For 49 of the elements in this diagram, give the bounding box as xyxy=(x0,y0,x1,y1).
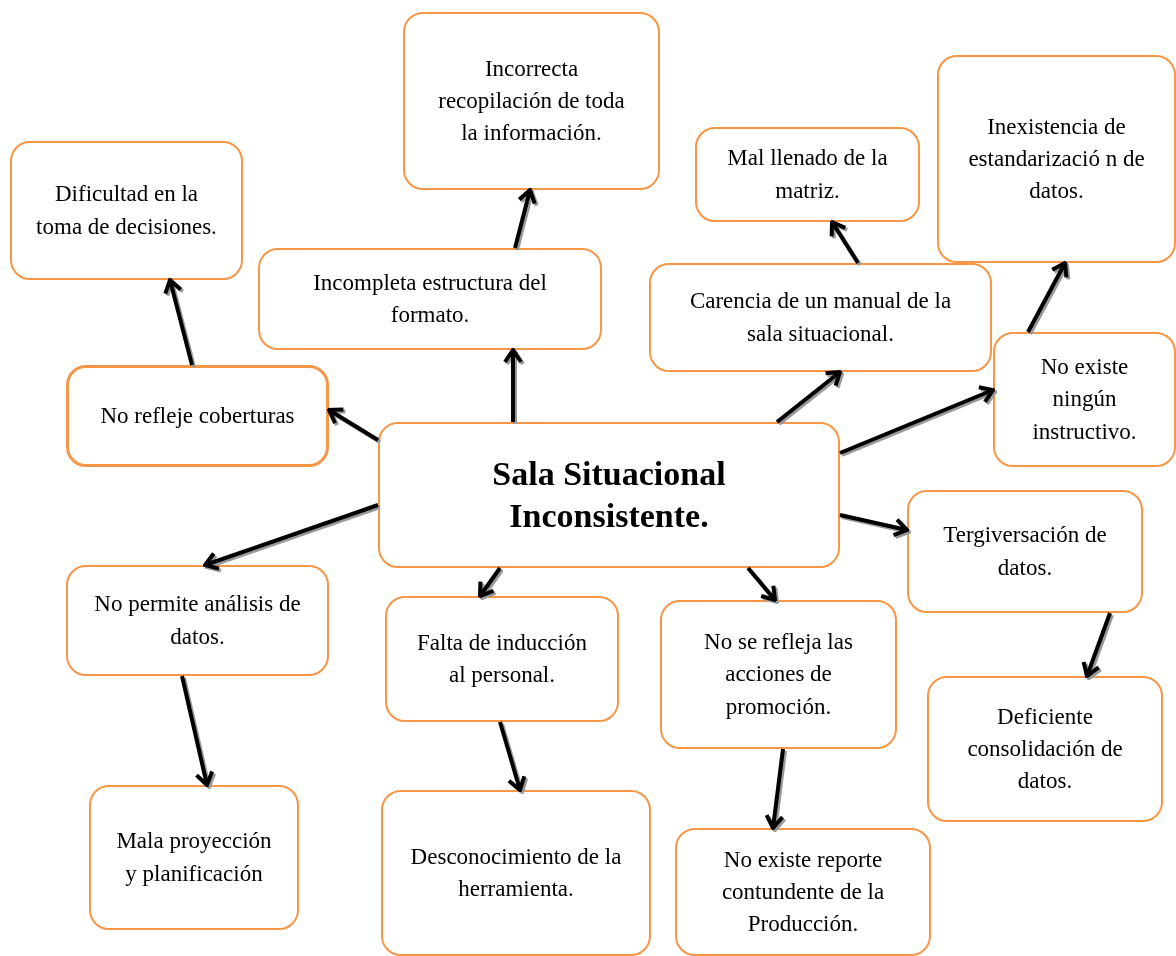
arrow xyxy=(839,513,909,538)
concept-box xyxy=(937,55,1176,263)
concept-box xyxy=(10,141,243,280)
arrow xyxy=(1081,612,1112,678)
arrow xyxy=(775,370,842,424)
node-text: Inexistencia de estandarizació n de datos. xyxy=(967,112,1146,206)
node-text: No se refleja las acciones de promoción. xyxy=(703,628,854,721)
node-text: Desconocimiento de la herramienta. xyxy=(409,842,623,903)
concept-box xyxy=(907,490,1143,613)
arrow xyxy=(180,675,215,787)
node-text: Deficiente consolidación de datos. xyxy=(966,702,1124,796)
node-text: No refleje coberturas xyxy=(100,401,295,430)
arrow xyxy=(203,503,379,571)
arrow xyxy=(1026,261,1069,333)
node-text: Falta de inducción al personal. xyxy=(416,628,588,689)
arrow xyxy=(163,278,194,366)
node-text: Incompleta estructura del formato. xyxy=(312,268,548,329)
arrow xyxy=(327,407,380,442)
arrow xyxy=(746,566,777,602)
concept-box xyxy=(258,248,602,350)
concept-box xyxy=(927,676,1163,822)
node-text: Incorrecta recopilación de toda la información. xyxy=(437,54,626,148)
arrow xyxy=(839,385,995,455)
arrow xyxy=(513,188,537,249)
node-text: Dificultad en la toma de decisiones. xyxy=(36,180,217,241)
node-text: Sala Situacional Inconsistente. xyxy=(491,453,727,536)
node-text: Carencia de un manual de la sala situacional. xyxy=(688,287,953,348)
arrow xyxy=(764,748,785,830)
arrow xyxy=(829,220,860,265)
node-text: No permite análisis de datos. xyxy=(93,590,302,651)
concept-box xyxy=(89,785,299,930)
node-text: Tergiversación de datos. xyxy=(942,521,1108,582)
node-text: Mal llenado de la matriz. xyxy=(726,144,889,205)
arrow xyxy=(498,721,527,792)
concept-box xyxy=(66,565,329,676)
node-text: Mala proyección y planificación xyxy=(115,827,273,888)
concept-box xyxy=(66,365,329,467)
concept-box xyxy=(649,263,992,372)
concept-box xyxy=(385,596,619,722)
concept-box xyxy=(695,127,920,222)
arrow xyxy=(503,348,523,422)
concept-box xyxy=(403,12,660,190)
concept-box xyxy=(660,600,897,749)
concept-box xyxy=(675,828,931,956)
concept-box xyxy=(993,332,1176,467)
concept-box xyxy=(381,790,651,956)
node-text: No existe ningún instructivo. xyxy=(1031,353,1138,446)
concept-box xyxy=(378,422,840,568)
node-text: No existe reporte contundente de la Producción. xyxy=(720,845,886,939)
